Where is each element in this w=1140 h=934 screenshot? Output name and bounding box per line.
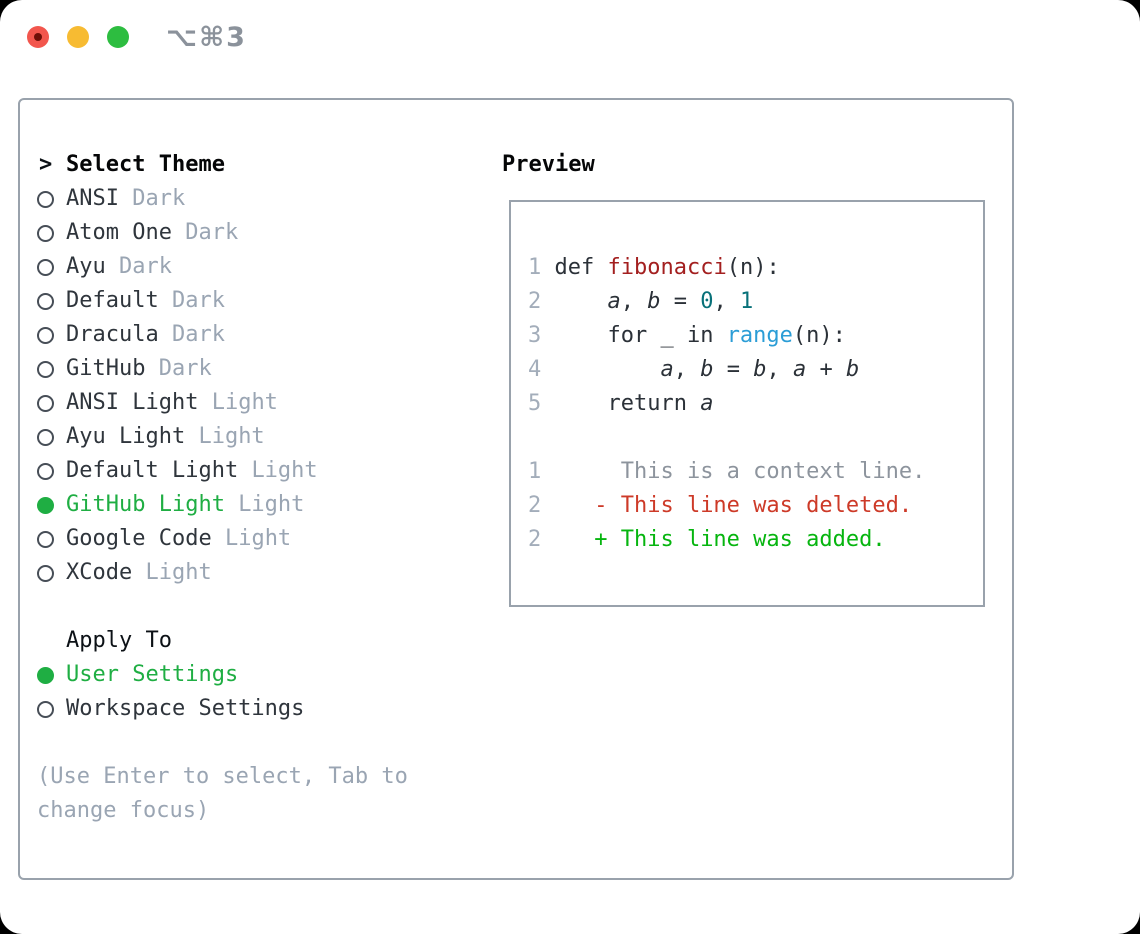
radio-icon: [37, 700, 66, 718]
radio-icon: [37, 462, 66, 480]
radio-icon: [37, 292, 66, 310]
theme-variant-tag: Dark: [132, 186, 186, 211]
code-line: 4 a, b = b, a + b: [528, 357, 860, 382]
select-theme-header-row: > Select Theme: [20, 148, 490, 182]
code-line: 2 + This line was added.: [528, 527, 886, 552]
window-controls: [27, 26, 129, 48]
theme-variant-tag: Dark: [185, 220, 239, 245]
section-gap: [20, 590, 490, 624]
theme-name: ANSI: [66, 186, 133, 211]
theme-name: Ayu: [66, 254, 119, 279]
code-line: 5 return a: [528, 391, 714, 416]
section-gap: [20, 726, 490, 760]
apply-option-label: User Settings: [66, 662, 239, 687]
radio-icon: [37, 360, 66, 378]
window-shortcut-label: ⌥⌘3: [166, 22, 247, 53]
apply-option-label: Workspace Settings: [66, 696, 305, 721]
maximize-button[interactable]: [107, 26, 129, 48]
radio-selected-icon: [37, 496, 66, 514]
theme-variant-tag: Light: [251, 458, 318, 483]
line-number: 1: [528, 255, 542, 280]
code-line: 3 for _ in range(n):: [528, 323, 846, 348]
theme-variant-tag: Light: [145, 560, 212, 585]
focus-caret-icon: >: [39, 152, 53, 177]
theme-variant-tag: Dark: [118, 254, 172, 279]
theme-option-github-light[interactable]: GitHub Light Light: [20, 488, 490, 522]
select-theme-title: Select Theme: [66, 152, 225, 177]
apply-to-title: Apply To: [66, 628, 172, 653]
radio-icon: [37, 326, 66, 344]
theme-variant-tag: Dark: [158, 356, 212, 381]
theme-name: Ayu Light: [66, 424, 199, 449]
theme-name: Dracula: [66, 322, 172, 347]
line-number: 2: [528, 493, 542, 518]
theme-variant-tag: Light: [211, 390, 278, 415]
theme-option-atom-one[interactable]: Atom One Dark: [20, 216, 490, 250]
theme-option-ayu-light[interactable]: Ayu Light Light: [20, 420, 490, 454]
theme-variant-tag: Light: [224, 526, 292, 551]
theme-option-google-code[interactable]: Google Code Light: [20, 522, 490, 556]
code-line: 2 - This line was deleted.: [528, 493, 913, 518]
theme-option-ansi[interactable]: ANSI Dark: [20, 182, 490, 216]
code-line: [528, 421, 983, 455]
theme-variant-tag: Light: [238, 492, 305, 517]
theme-name: Default Light: [66, 458, 252, 483]
theme-option-default[interactable]: Default Dark: [20, 284, 490, 318]
apply-option-user-settings[interactable]: User Settings: [20, 658, 490, 692]
theme-option-xcode[interactable]: XCode Light: [20, 556, 490, 590]
close-button-dot: [34, 33, 42, 41]
line-number: 4: [528, 357, 542, 382]
radio-icon: [37, 258, 66, 276]
theme-name: XCode: [66, 560, 146, 585]
line-number: 1: [528, 459, 542, 484]
theme-option-ansi-light[interactable]: ANSI Light Light: [20, 386, 490, 420]
close-button[interactable]: [27, 26, 49, 48]
usage-hint: (Use Enter to select, Tab to change focu…: [37, 764, 408, 823]
theme-name: ANSI Light: [66, 390, 212, 415]
radio-icon: [37, 394, 66, 412]
line-number: 2: [528, 527, 542, 552]
theme-name: Atom One: [66, 220, 186, 245]
radio-icon: [37, 190, 66, 208]
theme-variant-tag: Light: [198, 424, 265, 449]
preview-title: Preview: [502, 152, 595, 177]
theme-name: GitHub Light: [66, 492, 239, 517]
line-number: 5: [528, 391, 542, 416]
theme-option-github[interactable]: GitHub Dark: [20, 352, 490, 386]
theme-name: Default: [66, 288, 172, 313]
radio-icon: [37, 224, 66, 242]
theme-variant-tag: Dark: [171, 288, 225, 313]
apply-to-header-row: Apply To: [20, 624, 490, 658]
radio-icon: [37, 564, 66, 582]
code-line: 2 a, b = 0, 1: [528, 289, 754, 314]
radio-icon: [37, 530, 66, 548]
preview-pane: 1 def fibonacci(n): 2 a, b = 0, 1 3 for _ …: [509, 200, 985, 607]
minimize-button[interactable]: [67, 26, 89, 48]
theme-option-dracula[interactable]: Dracula Dark: [20, 318, 490, 352]
theme-option-ayu[interactable]: Ayu Dark: [20, 250, 490, 284]
code-preview: 1 def fibonacci(n): 2 a, b = 0, 1 3 for _ …: [511, 202, 983, 557]
radio-icon: [37, 428, 66, 446]
line-number: 3: [528, 323, 542, 348]
theme-variant-tag: Dark: [171, 322, 225, 347]
radio-selected-icon: [37, 666, 66, 684]
code-line: 1 This is a context line.: [528, 459, 926, 484]
theme-name: GitHub: [66, 356, 159, 381]
code-line: 1 def fibonacci(n):: [528, 255, 780, 280]
theme-option-default-light[interactable]: Default Light Light: [20, 454, 490, 488]
theme-name: Google Code: [66, 526, 225, 551]
apply-option-workspace-settings[interactable]: Workspace Settings: [20, 692, 490, 726]
line-number: 2: [528, 289, 542, 314]
